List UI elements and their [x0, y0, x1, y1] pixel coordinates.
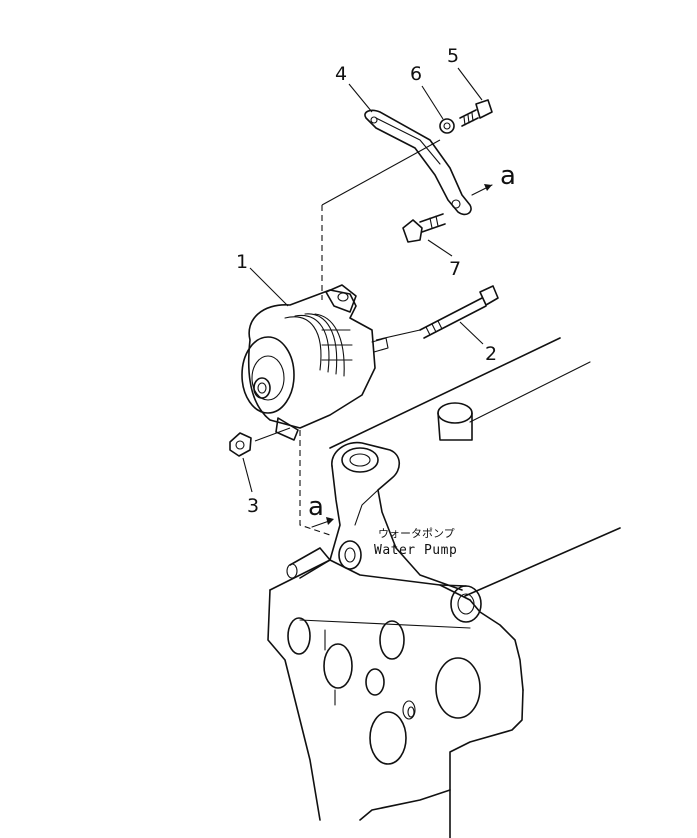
- water-pump-label-en: Water Pump: [374, 543, 457, 558]
- assembly-lines: [254, 139, 441, 536]
- callout-1: 1: [236, 251, 289, 307]
- callout-4: 4: [335, 63, 373, 113]
- callout-3: 3: [242, 457, 259, 517]
- bolt-bracket: [402, 213, 446, 243]
- callout-2: 2: [459, 321, 497, 365]
- part-number-1: 1: [236, 251, 248, 273]
- ref-arrow-top-label: a: [500, 161, 516, 191]
- adjust-bracket: [364, 109, 472, 216]
- callout-6: 6: [410, 63, 444, 120]
- part-number-4: 4: [335, 63, 347, 85]
- bolt-small: [459, 99, 493, 127]
- part-number-7: 7: [449, 258, 461, 280]
- water-pump: [286, 402, 482, 623]
- part-number-3: 3: [247, 495, 259, 517]
- alternator: [241, 284, 389, 441]
- callout-7: 7: [427, 239, 461, 280]
- bolt-long: [419, 285, 499, 339]
- ref-arrow-left: a: [308, 492, 334, 528]
- nut: [229, 432, 252, 457]
- part-number-2: 2: [485, 343, 497, 365]
- washer: [439, 118, 455, 134]
- callout-5: 5: [447, 45, 483, 101]
- water-pump-label-jp: ウォータポンプ: [378, 527, 455, 540]
- ref-arrow-top: a: [471, 161, 516, 196]
- ref-arrow-left-label: a: [308, 492, 324, 522]
- part-number-6: 6: [410, 63, 422, 85]
- water-pump-callout: ウォータポンプ Water Pump: [374, 527, 457, 558]
- part-number-5: 5: [447, 45, 459, 67]
- engine-block: [267, 337, 621, 838]
